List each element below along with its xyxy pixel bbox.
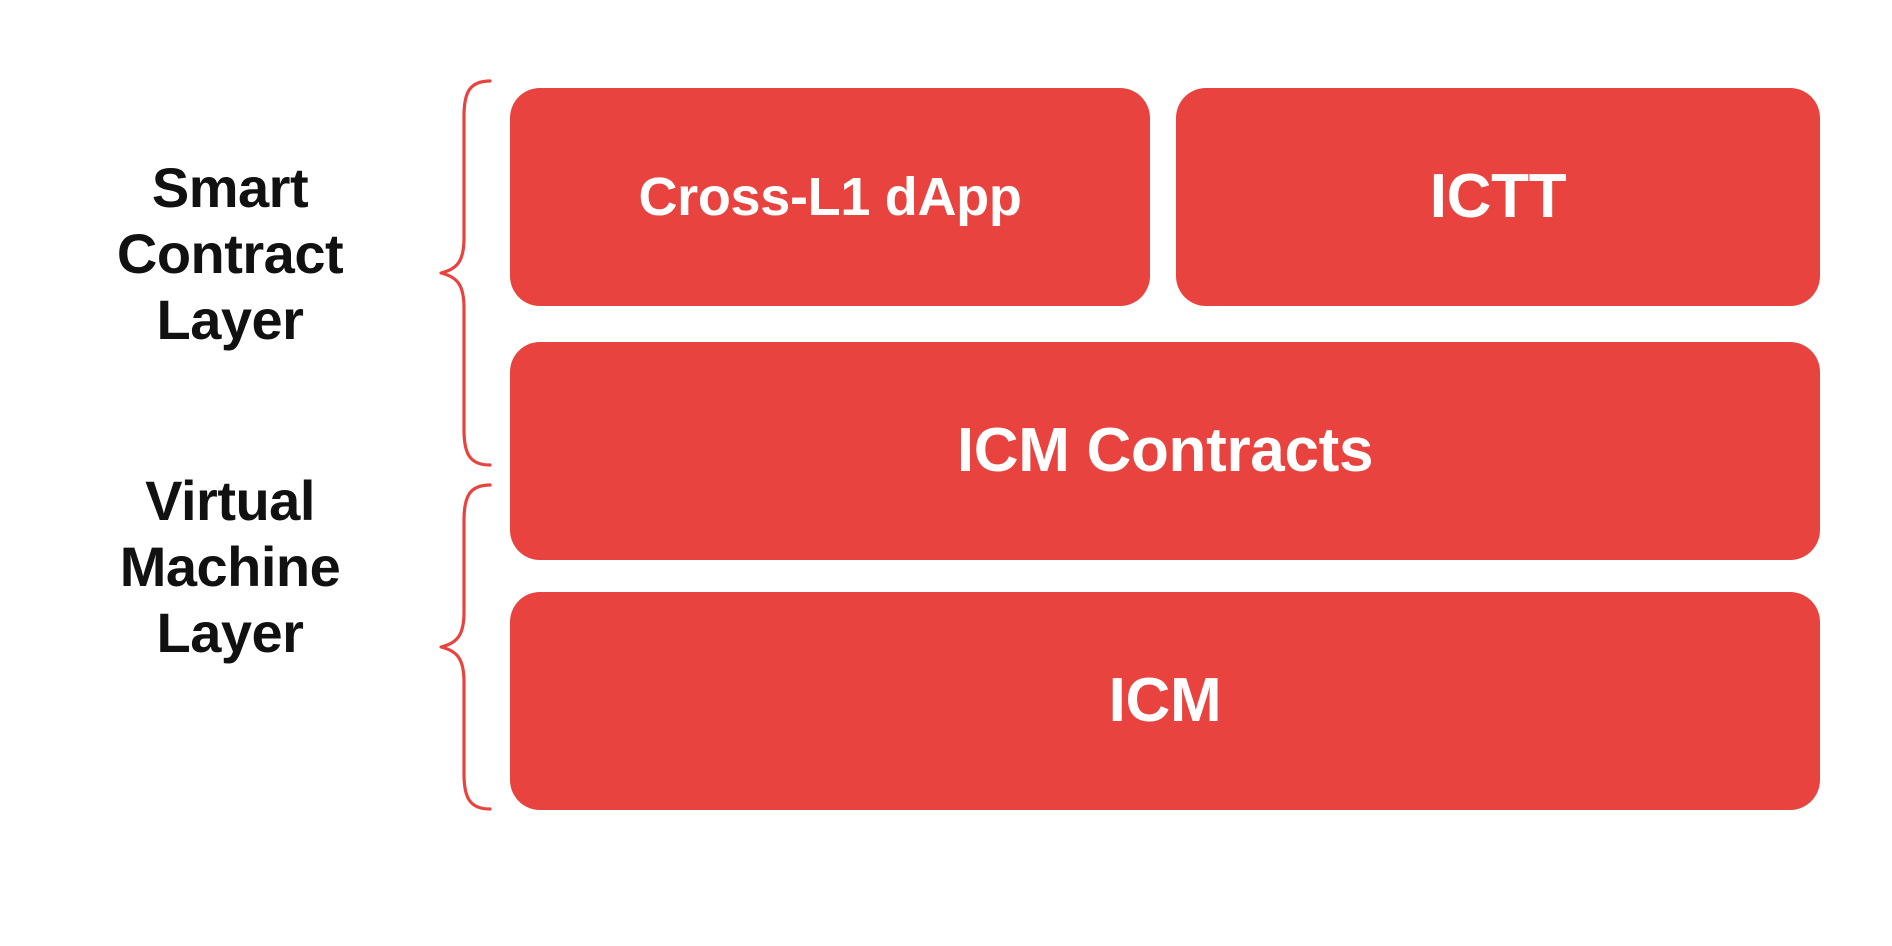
box-icm[interactable]: ICM xyxy=(510,592,1820,810)
box-label-icm: ICM xyxy=(1108,666,1222,735)
box-label-ictt: ICTT xyxy=(1429,162,1567,231)
layer-label-virtual-machine: Virtual Machine Layer xyxy=(119,469,341,665)
box-label-cross-l1-dapp: Cross-L1 dApp xyxy=(638,167,1022,227)
left-curly-brace-virtual-machine xyxy=(438,482,494,812)
box-cross-l1-dapp[interactable]: Cross-L1 dApp xyxy=(510,88,1150,306)
layer-label-smart-contract: Smart Contract Layer xyxy=(116,156,344,352)
left-curly-brace-smart-contract xyxy=(438,78,494,468)
box-ictt[interactable]: ICTT xyxy=(1176,88,1820,306)
box-label-icm-contracts: ICM Contracts xyxy=(956,416,1374,485)
box-icm-contracts[interactable]: ICM Contracts xyxy=(510,342,1820,560)
